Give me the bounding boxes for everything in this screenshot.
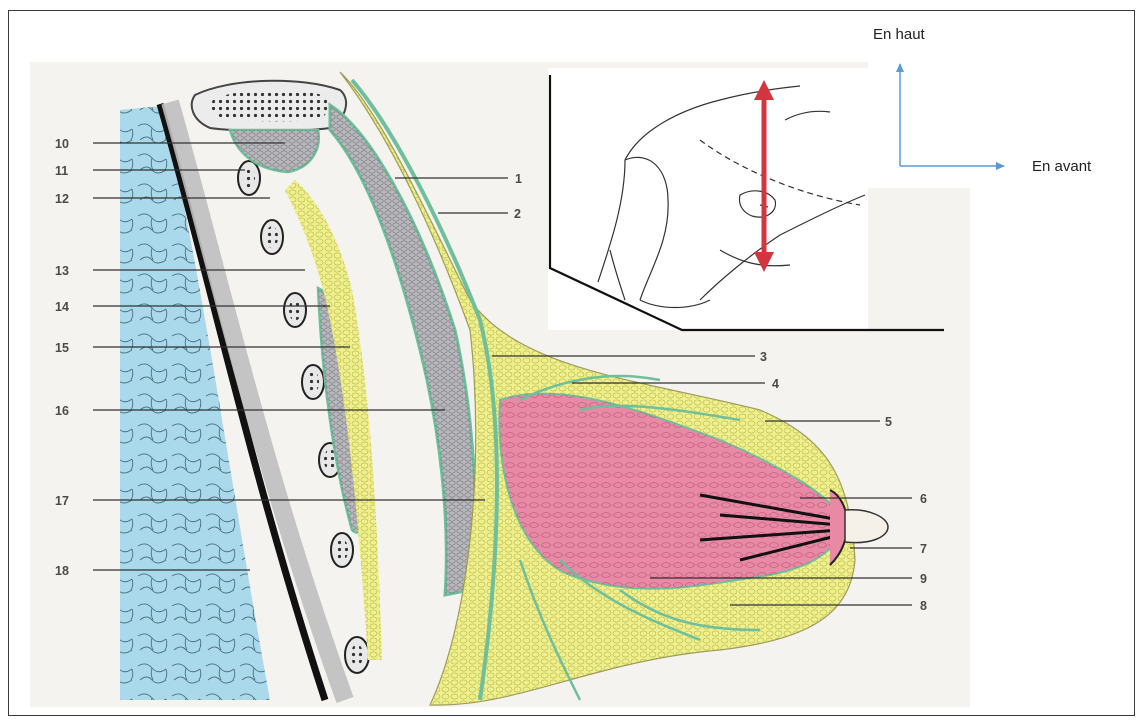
label-6: 6 — [920, 492, 927, 506]
rib — [345, 637, 369, 673]
label-11: 11 — [55, 164, 68, 178]
up-label: En haut — [873, 26, 926, 43]
label-7: 7 — [920, 542, 927, 556]
label-13: 13 — [55, 264, 69, 278]
rib — [261, 220, 283, 254]
label-1: 1 — [515, 172, 522, 186]
label-14: 14 — [55, 300, 69, 314]
label-18: 18 — [55, 564, 69, 578]
rib — [331, 533, 353, 567]
label-17: 17 — [55, 494, 69, 508]
forward-label: En avant — [1032, 158, 1092, 175]
label-16: 16 — [55, 404, 69, 418]
label-15: 15 — [55, 341, 69, 355]
label-3: 3 — [760, 350, 767, 364]
orientation-axes: En haut En avant — [868, 18, 1092, 188]
label-2: 2 — [514, 207, 521, 221]
label-8: 8 — [920, 599, 927, 613]
label-9: 9 — [920, 572, 927, 586]
label-12: 12 — [55, 192, 69, 206]
label-10: 10 — [55, 137, 69, 151]
rib — [238, 161, 260, 195]
label-4: 4 — [772, 377, 779, 391]
label-5: 5 — [885, 415, 892, 429]
rib — [284, 293, 306, 327]
clavicle — [192, 81, 346, 131]
rib — [302, 365, 324, 399]
